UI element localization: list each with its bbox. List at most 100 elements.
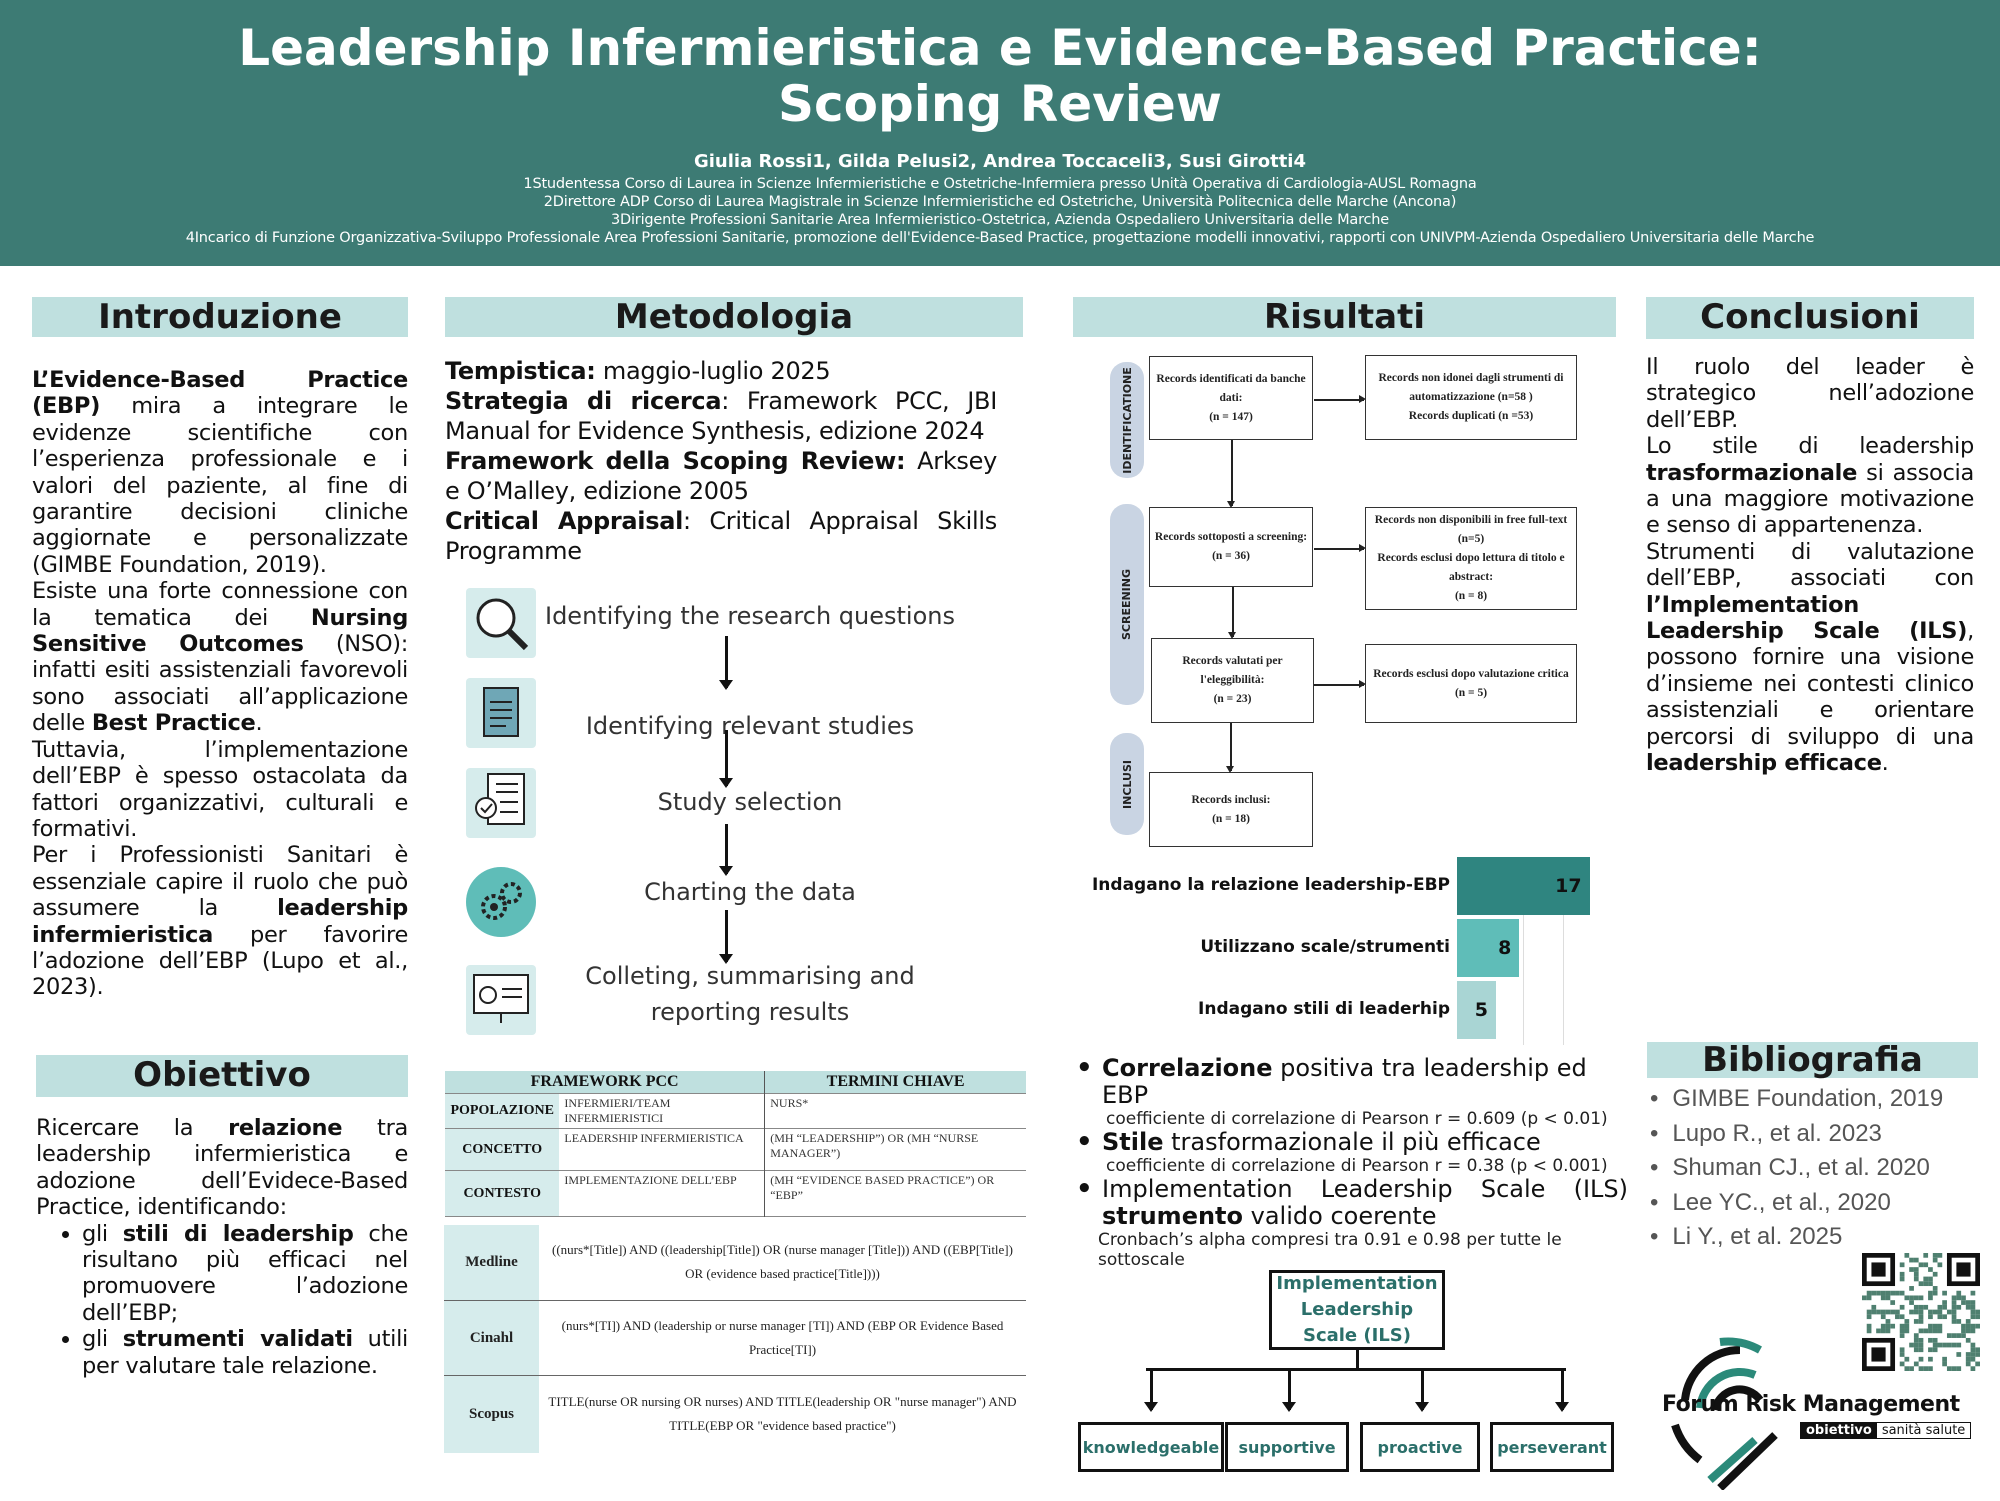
- ils-dimension-perseverant: perseverant: [1490, 1422, 1614, 1472]
- search-query: (nurs*[TI]) AND (leadership or nurse man…: [561, 1317, 1004, 1357]
- text: (NSO): infatti esiti assistenziali favor…: [32, 631, 408, 737]
- box-included: Records inclusi: (n = 18): [1149, 772, 1313, 847]
- paragraph: gli strumenti validati utili per valutar…: [82, 1326, 408, 1379]
- paragraph: Critical Appraisal: Critical Appraisal S…: [445, 506, 997, 566]
- forum-risk-management-logo: Forum Risk Management obiettivo sanità s…: [1660, 1330, 2000, 1490]
- affiliation-3: 3Dirigente Professioni Sanitarie Area In…: [610, 212, 1389, 228]
- step-4: Charting the data: [644, 878, 856, 906]
- text: : Framework PCC, JBI Manual for Evidence…: [445, 387, 997, 445]
- flow-arrow: [1314, 396, 1366, 402]
- reference-item: Li Y., et al. 2025: [1650, 1220, 1980, 1255]
- conclusioni-heading: Conclusioni: [1646, 297, 1974, 339]
- box-eligibility: Records valutati per l'eleggibilità: (n …: [1151, 638, 1314, 723]
- paragraph: Correlazione positiva tra leadership ed …: [1102, 1055, 1628, 1109]
- text: positiva tra leadership ed EBP: [1102, 1054, 1587, 1109]
- bar-value: 8: [1498, 937, 1512, 959]
- box-identified: Records identificati da banche dati: (n …: [1149, 356, 1313, 440]
- ils-arrow: [1282, 1368, 1296, 1412]
- bar: 17: [1457, 857, 1590, 915]
- obiettivo-body: Ricercare la relazione tra leadership in…: [36, 1115, 408, 1379]
- reference-item: GIMBE Foundation, 2019: [1650, 1082, 1980, 1117]
- phase-inclusi: INCLUSI: [1110, 733, 1144, 835]
- affiliation-4: 4Incarico di Funzione Organizzativa-Svil…: [185, 230, 1815, 246]
- finding-item: • Correlazione positiva tra leadership ed…: [1076, 1053, 1628, 1130]
- bold-text: Best Practice: [91, 710, 256, 737]
- row-keywords: (MH “LEADERSHIP”) OR (MH “NURSE MANAGER”…: [770, 1131, 979, 1160]
- row-label: CONTESTO: [445, 1170, 560, 1217]
- text: mira a integrare le evidenze scientifich…: [32, 393, 408, 578]
- paragraph: Stile trasformazionale il più efficace: [1102, 1129, 1628, 1156]
- paragraph: Implementation Leadership Scale (ILS) st…: [1102, 1176, 1628, 1230]
- logo-name: Forum Risk Management: [1662, 1392, 1960, 1417]
- ils-arrow: [1415, 1368, 1429, 1412]
- paragraph: Framework della Scoping Review: Arksey e…: [445, 446, 997, 506]
- step-arrow: [719, 824, 733, 876]
- magnifier-icon: [466, 588, 536, 658]
- phase-screening: SCREENING: [1110, 504, 1144, 705]
- bold-text: l’Implementation Leadership Scale (ILS): [1646, 591, 1968, 645]
- text: maggio-luglio 2025: [595, 357, 831, 385]
- introduzione-text: L’Evidence-Based Practice (EBP) mira a i…: [32, 367, 408, 1001]
- introduzione-heading: Introduzione: [32, 297, 408, 337]
- pcc-header-terms: TERMINI CHIAVE: [764, 1071, 1026, 1094]
- connector: [1146, 1368, 1566, 1371]
- text: gli: [82, 1220, 123, 1247]
- reference-item: Shuman CJ., et al. 2020: [1650, 1151, 1980, 1186]
- text: .: [1881, 750, 1889, 777]
- flow-arrow: [1229, 587, 1235, 639]
- bibliografia-heading: Bibliografia: [1647, 1042, 1978, 1078]
- text: Arksey e O’Malley, edizione 2005: [445, 447, 998, 505]
- bar: 8: [1457, 919, 1520, 977]
- bold-text: Nursing Sensitive Outcomes: [32, 604, 408, 658]
- logo-tag-obiettivo: obiettivo: [1801, 1423, 1877, 1438]
- paragraph: Il ruolo del leader è strategico nell’ad…: [1646, 354, 1974, 433]
- step-2: Identifying relevant studies: [585, 712, 915, 740]
- flow-arrow: [1228, 440, 1234, 508]
- bar-value: 5: [1474, 999, 1488, 1021]
- text: Implementation Leadership Scale (ILS): [1102, 1175, 1628, 1203]
- step-1: Identifying the research questions: [544, 602, 955, 630]
- paragraph: Strategia di ricerca: Framework PCC, JBI…: [445, 386, 997, 446]
- paragraph: Ricercare la relazione tra leadership in…: [36, 1115, 408, 1221]
- text: : Critical Appraisal Skills Programme: [445, 507, 997, 565]
- scoping-steps-flow: Identifying the research questions Ident…: [440, 580, 1030, 1040]
- step-arrow: [719, 636, 733, 690]
- finding-detail: coefficiente di correlazione di Pearson …: [1106, 1109, 1608, 1129]
- phase-identificazione: IDENTIFICATIONE: [1110, 362, 1144, 478]
- affiliation-2: 2Direttore ADP Corso di Laurea Magistral…: [543, 194, 1457, 210]
- ils-dimension-proactive: proactive: [1360, 1422, 1480, 1472]
- bar-label: Utilizzano scale/strumenti: [1200, 937, 1450, 957]
- bullet: •: [1076, 1174, 1093, 1204]
- bold-text: relazione: [228, 1115, 343, 1141]
- bar: 5: [1457, 981, 1496, 1039]
- text: si associa a una maggiore motivazione e …: [1646, 459, 1974, 539]
- text: Strumenti di valutazione dell’EBP, assoc…: [1646, 538, 1974, 592]
- bold-text: Framework della Scoping Review:: [445, 447, 906, 475]
- reference-item: Lee YC., et al., 2020: [1650, 1186, 1980, 1221]
- box-excluded-appraisal: Records esclusi dopo valutazione critica…: [1365, 644, 1577, 723]
- bullet: •: [1076, 1053, 1093, 1083]
- step-3: Study selection: [657, 788, 843, 816]
- text: Ricercare la: [36, 1115, 229, 1141]
- bold-text: leadership efficace: [1646, 750, 1882, 777]
- flow-arrow: [1227, 723, 1233, 773]
- bold-text: stili di leadership: [122, 1220, 354, 1247]
- title-line-2: Scoping Review: [778, 75, 1222, 133]
- ils-arrow: [1555, 1368, 1569, 1412]
- bar-label: Indagano stili di leaderhip: [1198, 999, 1450, 1019]
- text: Il ruolo del leader è strategico nell’ad…: [1646, 354, 1974, 433]
- bibliografia-list: GIMBE Foundation, 2019Lupo R., et al. 20…: [1650, 1082, 1980, 1255]
- text: tra leadership infermieristica e adozion…: [36, 1115, 409, 1221]
- table-row: Cinahl(nurs*[TI]) AND (leadership or nur…: [444, 1300, 1026, 1375]
- bar-label: Indagano la relazione leadership-EBP: [1091, 875, 1450, 895]
- phase-label: INCLUSI: [1120, 759, 1134, 809]
- bold-text: strumenti validati: [122, 1326, 353, 1353]
- search-query: TITLE(nurse OR nursing OR nurses) AND TI…: [548, 1394, 1017, 1434]
- risultati-heading: Risultati: [1073, 297, 1616, 337]
- qr-code[interactable]: [1862, 1253, 1980, 1371]
